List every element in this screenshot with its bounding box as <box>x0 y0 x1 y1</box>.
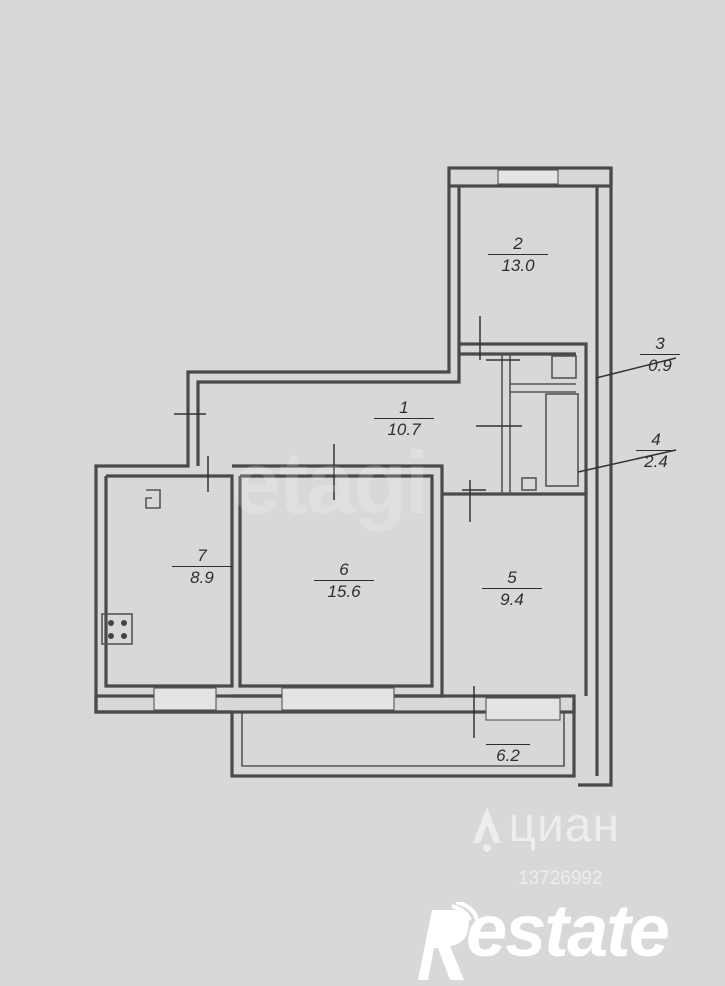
ventilation-icon <box>145 489 161 509</box>
window-room-2 <box>497 169 559 185</box>
cian-listing-id: 13726992 <box>518 868 603 889</box>
leader-line-room-4 <box>577 449 677 473</box>
room-number: 7 <box>197 546 207 565</box>
room-area: 8.9 <box>172 566 232 588</box>
room-number: 4 <box>651 430 661 449</box>
restate-brand: estate <box>466 889 670 972</box>
window-room-5 <box>485 697 561 721</box>
wall-bath-top <box>459 342 588 494</box>
stove-burner-icon <box>121 633 127 639</box>
room-area: 13.0 <box>488 254 548 276</box>
room-label-1: 1 10.7 <box>374 398 434 441</box>
room-area: 15.6 <box>314 580 374 602</box>
room-label-3: 3 0.9 <box>640 334 680 377</box>
room-number: 3 <box>655 334 665 353</box>
restate-r-logo-icon <box>418 902 478 980</box>
room-label-2: 2 13.0 <box>488 234 548 277</box>
bathtub <box>545 393 579 487</box>
room-number: 2 <box>513 234 523 253</box>
room-number: 6 <box>339 560 349 579</box>
room-label-5: 5 9.4 <box>482 568 542 611</box>
stove-icon <box>101 613 133 645</box>
room-area: 10.7 <box>374 418 434 440</box>
balcony-wall <box>241 712 565 767</box>
balcony-label: 6.2 <box>486 744 530 766</box>
wall-room-6 <box>238 474 434 688</box>
stove-burner-icon <box>108 620 114 626</box>
leader-line-room-3 <box>595 357 677 379</box>
etagi-watermark: etagi <box>232 433 429 532</box>
cian-name: циан <box>508 799 620 852</box>
room-area: 2.4 <box>636 450 676 472</box>
stove-burner-icon <box>108 633 114 639</box>
toilet <box>521 477 537 491</box>
window-room-7 <box>153 687 217 711</box>
wall-outer-left <box>94 186 576 778</box>
walls <box>94 166 613 787</box>
wall-outer-right <box>578 168 613 787</box>
sink <box>551 355 577 379</box>
balcony-area: 6.2 <box>486 744 530 766</box>
window-room-6 <box>281 687 395 711</box>
room-label-4: 4 2.4 <box>636 430 676 473</box>
cian-watermark: циан 13726992 <box>470 798 620 889</box>
stove-burner-icon <box>121 620 127 626</box>
door-marks <box>174 316 522 738</box>
room-number: 5 <box>507 568 517 587</box>
room-number: 1 <box>399 398 409 417</box>
room-label-6: 6 15.6 <box>314 560 374 603</box>
kitchen-fixtures <box>101 489 161 645</box>
room-area: 9.4 <box>482 588 542 610</box>
windows <box>153 169 561 721</box>
wall-room-7 <box>104 474 234 688</box>
wall-inner-left <box>196 186 461 466</box>
room-area: 0.9 <box>640 354 680 376</box>
room-label-7: 7 8.9 <box>172 546 232 589</box>
cian-logo-icon <box>473 807 501 852</box>
